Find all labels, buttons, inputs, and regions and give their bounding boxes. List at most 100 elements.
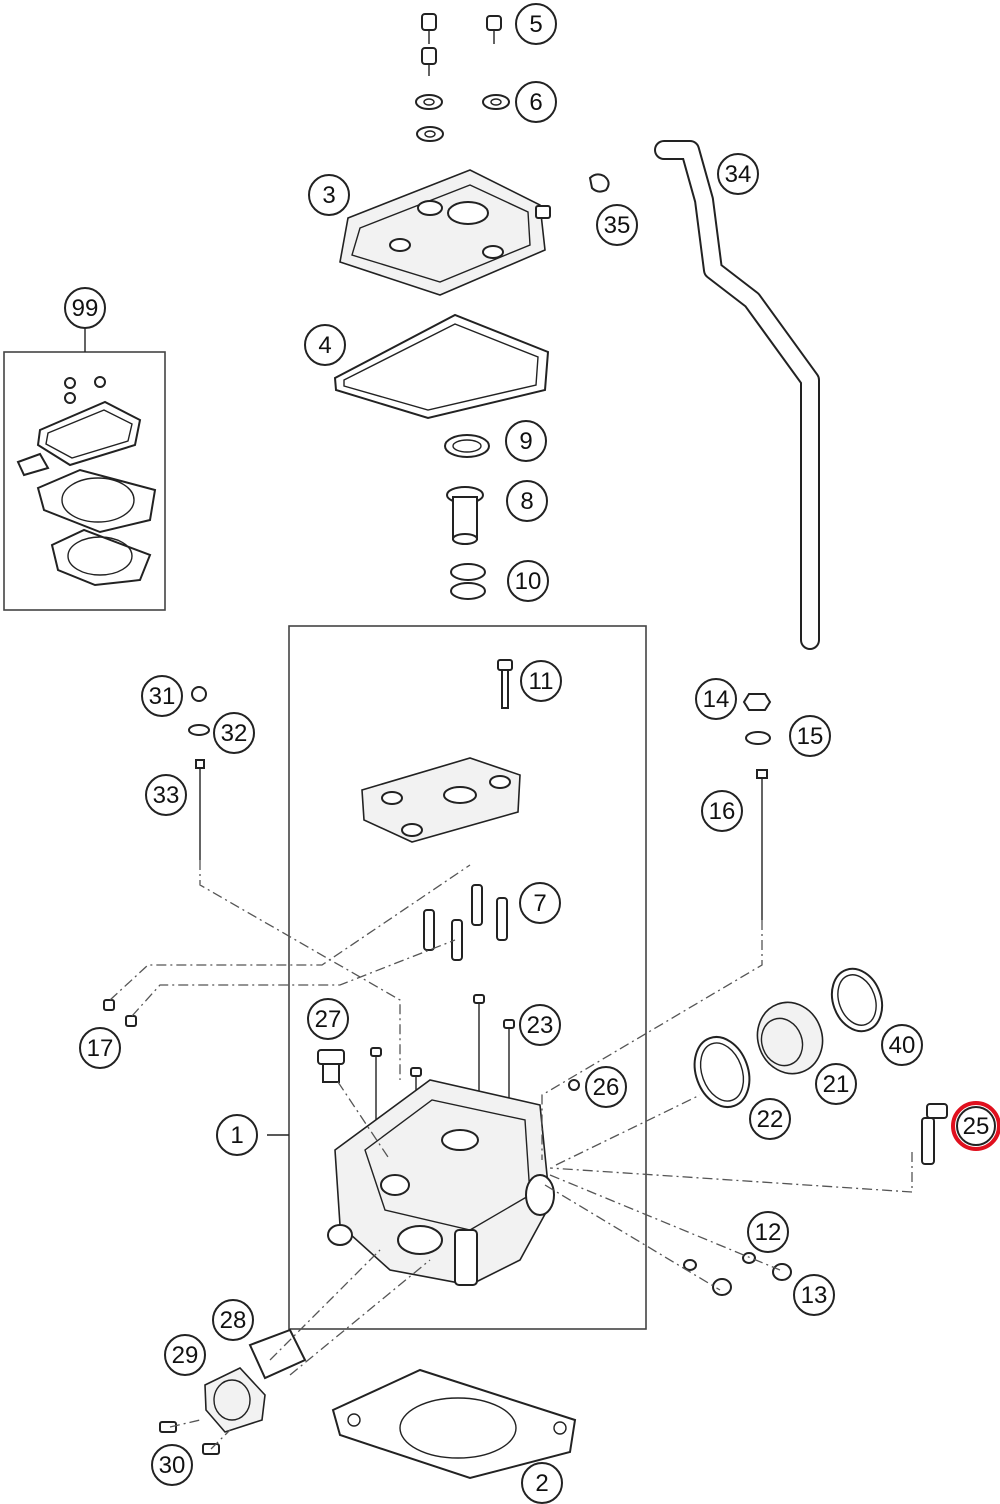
- intake-clamp-large: [830, 967, 884, 1033]
- left-nut: [191, 686, 207, 702]
- exhaust-flange: [159, 1328, 307, 1455]
- cover-washers: [415, 94, 510, 142]
- svg-text:5: 5: [529, 11, 542, 38]
- left-washer: [188, 724, 210, 736]
- intake-boot: [756, 1001, 824, 1075]
- svg-text:2: 2: [535, 1470, 548, 1497]
- svg-text:1: 1: [230, 1122, 243, 1149]
- spark-plug-tube: [446, 486, 484, 545]
- head-bolt: [497, 659, 513, 709]
- callout-3[interactable]: 3: [308, 174, 350, 216]
- callout-23[interactable]: 23: [519, 1004, 561, 1046]
- callout-2[interactable]: 2: [521, 1462, 563, 1504]
- callout-10[interactable]: 10: [507, 560, 549, 602]
- seal-ring: [444, 434, 490, 458]
- callout-4[interactable]: 4: [304, 324, 346, 366]
- svg-text:27: 27: [315, 1006, 342, 1033]
- svg-text:30: 30: [159, 1452, 186, 1479]
- callout-7[interactable]: 7: [519, 882, 561, 924]
- callout-25[interactable]: 25: [956, 1106, 996, 1146]
- valves: [423, 884, 508, 961]
- svg-text:23: 23: [527, 1012, 554, 1039]
- screws: [103, 999, 137, 1027]
- callout-99[interactable]: 99: [64, 287, 106, 329]
- mounting-stud: [756, 769, 768, 920]
- svg-text:31: 31: [149, 683, 176, 710]
- callout-33[interactable]: 33: [145, 774, 187, 816]
- svg-text:7: 7: [533, 890, 546, 917]
- callout-11[interactable]: 11: [520, 660, 562, 702]
- callout-35[interactable]: 35: [596, 204, 638, 246]
- svg-text:35: 35: [604, 212, 631, 239]
- svg-text:32: 32: [221, 720, 248, 747]
- o-rings: [450, 563, 486, 600]
- cylinder-head-assembly-box: [288, 625, 647, 1330]
- fitting: [317, 1049, 345, 1083]
- temperature-sensor: [921, 1103, 948, 1165]
- plug-screw: [568, 1079, 580, 1091]
- callout-28[interactable]: 28: [212, 1299, 254, 1341]
- svg-text:13: 13: [801, 1282, 828, 1309]
- leader-lines: [109, 860, 913, 1450]
- cylinder-head: [327, 1079, 555, 1286]
- callout-40[interactable]: 40: [881, 1024, 923, 1066]
- svg-text:12: 12: [755, 1219, 782, 1246]
- svg-text:99: 99: [72, 295, 99, 322]
- cover-bolts: [421, 13, 502, 76]
- svg-text:15: 15: [797, 723, 824, 750]
- callout-9[interactable]: 9: [505, 420, 547, 462]
- svg-text:26: 26: [593, 1074, 620, 1101]
- valve-cover-gasket: [333, 313, 550, 420]
- svg-text:10: 10: [515, 568, 542, 595]
- callout-1[interactable]: 1: [216, 1114, 258, 1156]
- left-stud: [195, 759, 205, 860]
- callouts: 1 2 3 4 5 6 7 8 9 10 11 12 13 14 15 16 1…: [64, 3, 996, 1504]
- highlight-ring: [951, 1101, 1000, 1151]
- callout-17[interactable]: 17: [79, 1027, 121, 1069]
- hose-clip: [588, 173, 610, 193]
- intake-clamp-small: [693, 1036, 751, 1108]
- svg-text:16: 16: [709, 798, 736, 825]
- svg-text:29: 29: [172, 1342, 199, 1369]
- svg-text:9: 9: [519, 428, 532, 455]
- nut: [742, 693, 772, 711]
- callout-15[interactable]: 15: [789, 715, 831, 757]
- callout-32[interactable]: 32: [213, 712, 255, 754]
- svg-text:33: 33: [153, 782, 180, 809]
- callout-30[interactable]: 30: [151, 1444, 193, 1486]
- valve-cover: [339, 169, 551, 296]
- callout-13[interactable]: 13: [793, 1274, 835, 1316]
- callout-22[interactable]: 22: [749, 1098, 791, 1140]
- callout-26[interactable]: 26: [585, 1066, 627, 1108]
- svg-text:11: 11: [529, 668, 554, 695]
- svg-text:6: 6: [529, 89, 542, 116]
- head-gasket: [331, 1368, 577, 1480]
- callout-16[interactable]: 16: [701, 790, 743, 832]
- camshaft-carrier: [361, 757, 521, 843]
- callout-29[interactable]: 29: [164, 1334, 206, 1376]
- svg-text:3: 3: [322, 182, 335, 209]
- callout-8[interactable]: 8: [506, 480, 548, 522]
- svg-text:25: 25: [963, 1113, 990, 1140]
- washer: [745, 731, 771, 745]
- callout-31[interactable]: 31: [141, 675, 183, 717]
- callout-5[interactable]: 5: [515, 3, 557, 45]
- callout-12[interactable]: 12: [747, 1211, 789, 1253]
- breather-hose: [654, 140, 820, 650]
- callout-27[interactable]: 27: [307, 998, 349, 1040]
- callout-6[interactable]: 6: [515, 81, 557, 123]
- svg-text:22: 22: [757, 1106, 784, 1133]
- callout-14[interactable]: 14: [695, 678, 737, 720]
- svg-text:21: 21: [823, 1071, 850, 1098]
- svg-text:4: 4: [318, 332, 331, 359]
- svg-text:28: 28: [220, 1307, 247, 1334]
- svg-text:14: 14: [703, 686, 730, 713]
- callout-34[interactable]: 34: [717, 153, 759, 195]
- svg-text:34: 34: [725, 161, 752, 188]
- callout-21[interactable]: 21: [815, 1063, 857, 1105]
- gasket-kit-box: [3, 328, 166, 611]
- svg-text:17: 17: [87, 1035, 114, 1062]
- plugs-and-washers: [683, 1252, 792, 1296]
- svg-text:40: 40: [889, 1032, 916, 1059]
